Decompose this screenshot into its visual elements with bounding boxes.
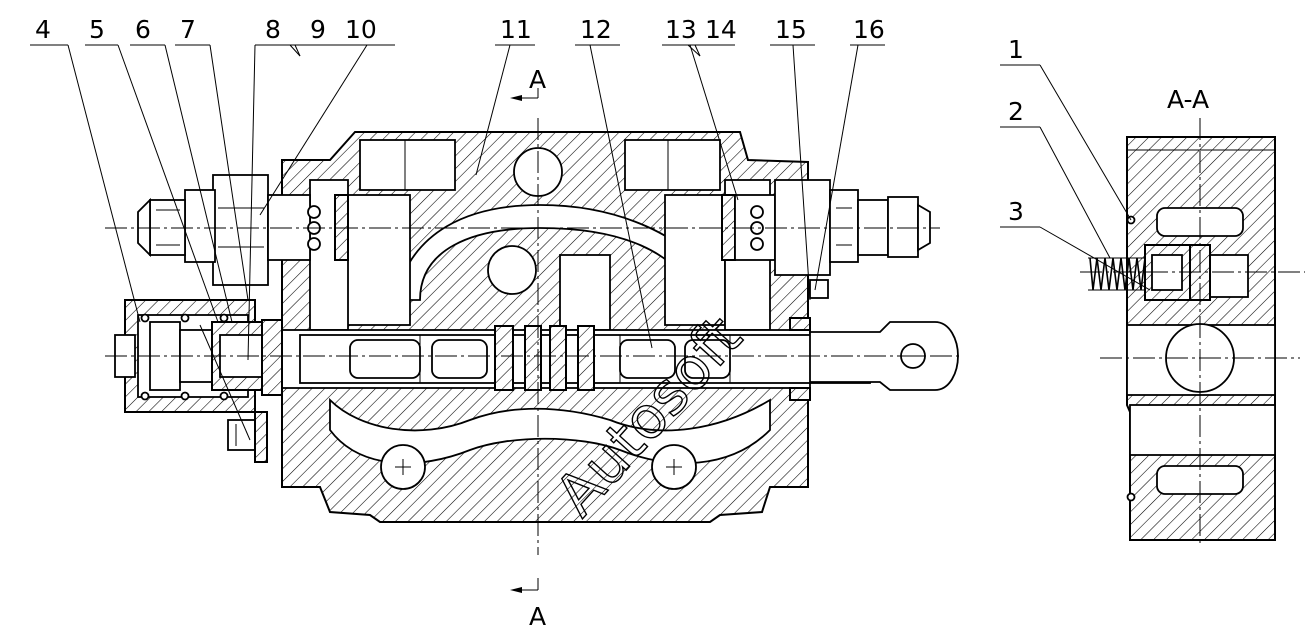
part-label-11: 11 (500, 15, 532, 44)
section-view-a-a: A-A 1 2 3 (1000, 35, 1305, 545)
part-label-3: 3 (1008, 197, 1024, 226)
part-label-10: 10 (345, 15, 377, 44)
o-ring-bottom (1126, 492, 1136, 502)
inlet-port-left (359, 139, 456, 191)
part-label-5: 5 (89, 15, 105, 44)
part-label-14: 14 (705, 15, 737, 44)
part-label-16: 16 (853, 15, 885, 44)
leader-lines (30, 44, 885, 441)
part-label-9: 9 (310, 15, 326, 44)
part-label-15: 15 (775, 15, 807, 44)
part-label-2: 2 (1008, 97, 1024, 126)
part-label-4: 4 (35, 15, 51, 44)
internal-channel-lower (329, 397, 771, 465)
right-chamber (664, 194, 726, 326)
section-a-marker-top: A (510, 65, 546, 101)
section-a-marker-bottom: A (510, 578, 546, 631)
inner-passage (487, 245, 537, 295)
spring-cap-assembly (114, 299, 283, 463)
main-valve-section: A A 4 5 6 7 8 (30, 15, 960, 631)
section-label-top: A (529, 65, 546, 94)
detent-spring (1088, 257, 1150, 291)
part-label-1: 1 (1008, 35, 1024, 64)
spool (299, 325, 871, 391)
part-label-6: 6 (135, 15, 151, 44)
part-label-8: 8 (265, 15, 281, 44)
part-label-7: 7 (180, 15, 196, 44)
section-leader-lines (1000, 64, 1151, 291)
inlet-port-right (624, 139, 721, 191)
left-chamber (344, 194, 411, 326)
part-label-12: 12 (580, 15, 612, 44)
section-title: A-A (1167, 85, 1209, 114)
section-label-bottom: A (529, 602, 546, 631)
inner-pocket (559, 254, 611, 331)
part-label-13: 13 (665, 15, 697, 44)
